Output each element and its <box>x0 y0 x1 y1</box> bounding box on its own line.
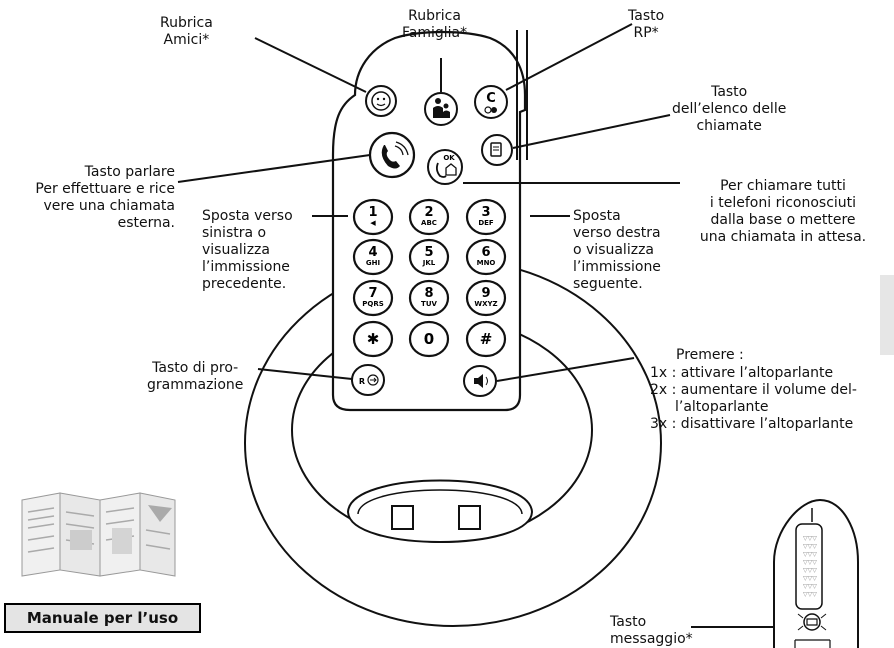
key-digit: ✱ <box>367 330 380 348</box>
key-digit: 2 <box>424 205 433 220</box>
key-11[interactable]: 0 <box>408 320 450 358</box>
talk-button[interactable] <box>368 131 416 179</box>
key-letters: WXYZ <box>474 300 497 308</box>
charging-contact-left <box>391 505 414 530</box>
svg-text:▽▽▽: ▽▽▽ <box>803 551 817 558</box>
small-handset: ▽▽▽▽▽▽ ▽▽▽▽▽▽ ▽▽▽▽▽▽ ▽▽▽▽▽▽ <box>773 498 859 648</box>
key-letters: ◀ <box>370 219 376 227</box>
label-premere-items: 1x : attivare l’altoparlante 2x : aument… <box>650 365 857 432</box>
key-digit: 0 <box>424 330 434 348</box>
svg-text:R: R <box>359 377 365 386</box>
svg-text:▽▽▽: ▽▽▽ <box>803 591 817 598</box>
label-tasto-messaggio: Tasto messaggio* <box>610 614 693 647</box>
svg-text:▽▽▽: ▽▽▽ <box>803 535 817 542</box>
ok-button[interactable]: OK <box>427 149 463 185</box>
key-digit: 7 <box>368 286 377 301</box>
rubrica-amici-button[interactable] <box>365 85 397 117</box>
label-programmazione: Tasto di pro- grammazione <box>147 360 244 393</box>
key-letters: GHI <box>366 259 380 267</box>
svg-text:▽▽▽: ▽▽▽ <box>803 559 817 566</box>
side-tab <box>880 275 894 355</box>
svg-text:▽▽▽: ▽▽▽ <box>803 575 817 582</box>
key-12[interactable]: # <box>465 320 507 358</box>
key-letters: PQRS <box>362 300 384 308</box>
key-1[interactable]: 1◀ <box>352 198 394 236</box>
svg-text:▽▽▽: ▽▽▽ <box>803 543 817 550</box>
programming-button[interactable]: R <box>351 364 385 396</box>
svg-text:C: C <box>486 91 496 106</box>
key-digit: # <box>480 330 493 348</box>
leader-lines <box>177 23 800 628</box>
key-10[interactable]: ✱ <box>352 320 394 358</box>
key-letters: JKL <box>422 259 436 267</box>
charging-contact-right <box>458 505 481 530</box>
key-letters: TUV <box>421 300 437 308</box>
svg-text:▽▽▽: ▽▽▽ <box>803 583 817 590</box>
key-digit: 1 <box>368 205 377 220</box>
svg-text:OK: OK <box>443 154 455 162</box>
label-tasto-parlare: Tasto parlare Per effettuare e rice vere… <box>35 164 175 231</box>
label-sposta-destra: Sposta verso destra o visualizza l’immis… <box>573 208 661 292</box>
call-list-button[interactable] <box>481 134 513 166</box>
rubrica-famiglia-button[interactable] <box>424 92 458 126</box>
speaker-button[interactable] <box>463 365 497 397</box>
key-digit: 6 <box>481 245 490 260</box>
manual-icon <box>21 492 176 577</box>
key-letters: MNO <box>477 259 496 267</box>
key-digit: 3 <box>481 205 490 220</box>
label-premere-title: Premere : <box>676 347 744 363</box>
key-digit: 4 <box>368 245 377 260</box>
label-tasto-rp: Tasto RP* <box>628 8 665 41</box>
svg-text:▽▽▽: ▽▽▽ <box>803 567 817 574</box>
label-chiamare-tutti: Per chiamare tutti i telefoni riconosciu… <box>699 178 867 245</box>
label-elenco-chiamate: Tasto dell’elenco delle chiamate <box>672 84 787 134</box>
key-digit: 8 <box>424 286 433 301</box>
manual-label: Manuale per l’uso <box>4 603 201 633</box>
key-letters: ABC <box>421 219 437 227</box>
label-rubrica-amici: Rubrica Amici* <box>160 15 213 48</box>
key-letters: DEF <box>478 219 494 227</box>
key-digit: 5 <box>424 245 433 260</box>
rp-button[interactable]: C <box>474 85 508 119</box>
key-digit: 9 <box>481 286 490 301</box>
label-sposta-sinistra: Sposta verso sinistra o visualizza l’imm… <box>202 208 293 292</box>
label-rubrica-famiglia: Rubrica Famiglia* <box>402 8 468 41</box>
